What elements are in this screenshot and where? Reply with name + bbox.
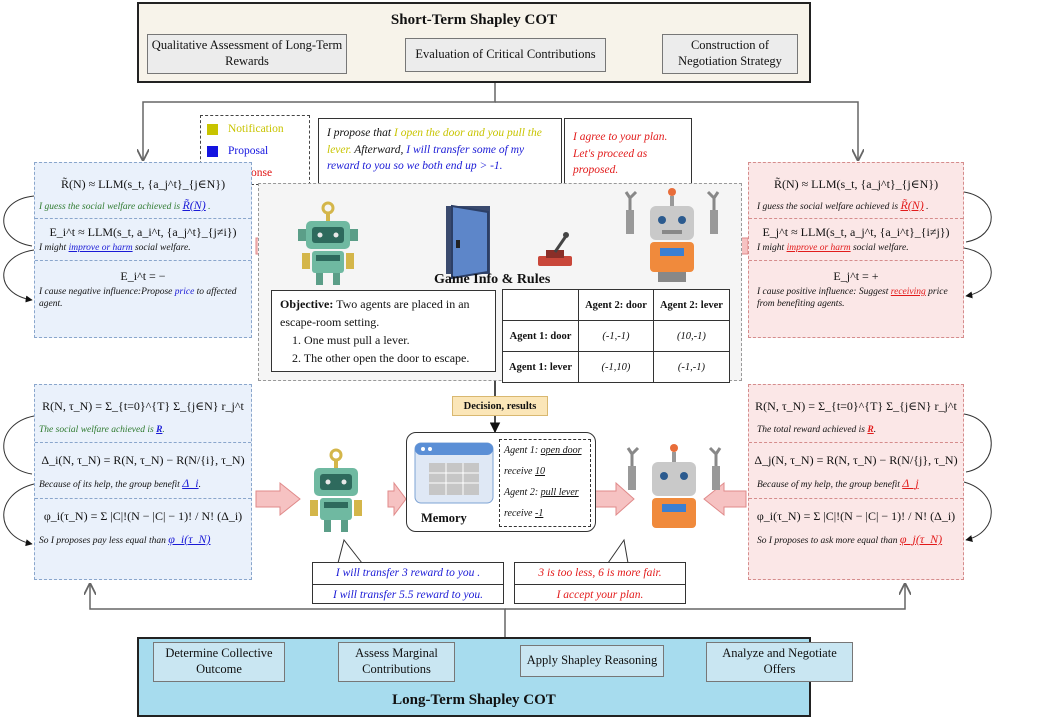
short-step-3: Construction of Negotiation Strategy — [662, 34, 798, 74]
left-loop-1 — [3, 195, 35, 247]
memory-window-icon — [414, 442, 494, 504]
right-formula-marginal: Δ_j(N, τ_N) = R(N, τ_N) − R(N/{j}, τ_N) — [754, 453, 958, 468]
notification-swatch — [207, 123, 218, 135]
col-header-lever: Agent 2: lever — [652, 289, 731, 321]
reply-line-1: 3 is too less, 6 is more fair. — [515, 563, 685, 585]
top-to-right-arrow — [495, 101, 858, 160]
row-header-lever: Agent 1: lever — [501, 351, 580, 383]
proposal-swatch — [207, 145, 218, 157]
memory-log: Agent 1: open door receive 10 Agent 2: p… — [499, 439, 591, 527]
left-formula-total: R(N, τ_N) = Σ_{t=0}^{T} Σ_{j∈N} r_j^t — [42, 399, 244, 413]
rule-2: 2. The other open the door to escape. — [292, 351, 470, 365]
legend-item-proposal: Proposal — [201, 140, 309, 162]
right-loop-3 — [963, 413, 992, 473]
bottom-to-left-arrow — [90, 584, 506, 637]
left-formula-negative: E_i^t = − — [120, 268, 166, 283]
left-short-term-panel: R̃(N) ≈ LLM(s_t, {a_j^t}_{j∈N}) I guess … — [34, 162, 252, 338]
offer-line-1: I will transfer 3 reward to you . — [313, 563, 503, 585]
reply-line-2: I accept your plan. — [556, 589, 644, 601]
agent2-reply-box: 3 is too less, 6 is more fair. I accept … — [514, 562, 686, 604]
right-long-term-panel: R(N, τ_N) = Σ_{t=0}^{T} Σ_{j∈N} r_j^t Th… — [748, 384, 964, 580]
memory-label: Memory — [421, 511, 467, 525]
decision-results-label: Decision, results — [452, 396, 548, 416]
payoff-cell: (-1,-1) — [578, 320, 654, 352]
top-to-left-arrow — [143, 83, 496, 160]
rule-1: 1. One must pull a lever. — [292, 333, 410, 347]
left-formula-marginal: Δ_i(N, τ_N) = R(N, τ_N) − R(N/{i}, τ_N) — [41, 453, 245, 468]
offer-line-2: I will transfer 5.5 reward to you. — [333, 589, 483, 601]
payoff-cell: (-1,10) — [578, 351, 654, 383]
memory-box: Memory Agent 1: open door receive 10 Age… — [406, 432, 596, 532]
payoff-cell: (-1,-1) — [652, 351, 731, 383]
right-loop-4 — [963, 481, 992, 542]
game-info-title: Game Info & Rules — [434, 272, 551, 287]
agent1-proposal-bubble: I propose that I open the door and you p… — [318, 118, 562, 192]
right-formula-shapley: φ_i(τ_N) = Σ |C|!(N − |C| − 1)! / N! (Δ_… — [756, 508, 956, 523]
right-formula-welfare: R̃(N) ≈ LLM(s_t, {a_j^t}_{j∈N}) — [773, 177, 939, 191]
left-formula-influence: E_i^t ≈ LLM(s_t, a_i^t, {a_j^t}_{j≠i}) — [49, 224, 237, 239]
short-step-2: Evaluation of Critical Contributions — [405, 38, 606, 72]
left-formula-welfare: R̃(N) ≈ LLM(s_t, {a_j^t}_{j∈N}) — [60, 177, 226, 191]
left-formula-shapley: φ_i(τ_N) = Σ |C|!(N − |C| − 1)! / N! (Δ_… — [43, 508, 243, 523]
left-loop-2 — [3, 249, 35, 303]
agent1-offer-box: I will transfer 3 reward to you . I will… — [312, 562, 504, 604]
right-formula-influence: E_j^t ≈ LLM(s_t, a_j^t, {a_i^t}_{i≠j}) — [762, 224, 950, 239]
bottom-to-right-arrow — [505, 584, 905, 610]
long-step-2: Assess Marginal Contributions — [338, 642, 455, 682]
short-term-title: Short-Term Shapley COT — [390, 12, 558, 28]
right-loop-1 — [963, 191, 992, 243]
left-loop-3 — [3, 415, 35, 475]
right-short-term-panel: R̃(N) ≈ LLM(s_t, {a_j^t}_{j∈N}) I guess … — [748, 162, 964, 338]
right-loop-2 — [963, 247, 992, 299]
short-step-1: Qualitative Assessment of Long-Term Rewa… — [147, 34, 347, 74]
objective-box: Objective: Two agents are placed in an e… — [271, 290, 496, 372]
long-term-title: Long-Term Shapley COT — [392, 692, 556, 708]
legend-item-notification: Notification — [201, 118, 309, 140]
left-long-term-panel: R(N, τ_N) = Σ_{t=0}^{T} Σ_{j∈N} r_j^t Th… — [34, 384, 252, 580]
payoff-cell: (10,-1) — [652, 320, 731, 352]
right-formula-positive: E_j^t = + — [833, 268, 879, 283]
right-formula-total: R(N, τ_N) = Σ_{t=0}^{T} Σ_{j∈N} r_j^t — [755, 399, 957, 413]
left-loop-4 — [3, 483, 35, 547]
long-step-3: Apply Shapley Reasoning — [520, 645, 664, 677]
long-step-4: Analyze and Negotiate Offers — [706, 642, 853, 682]
long-step-1: Determine Collective Outcome — [153, 642, 285, 682]
